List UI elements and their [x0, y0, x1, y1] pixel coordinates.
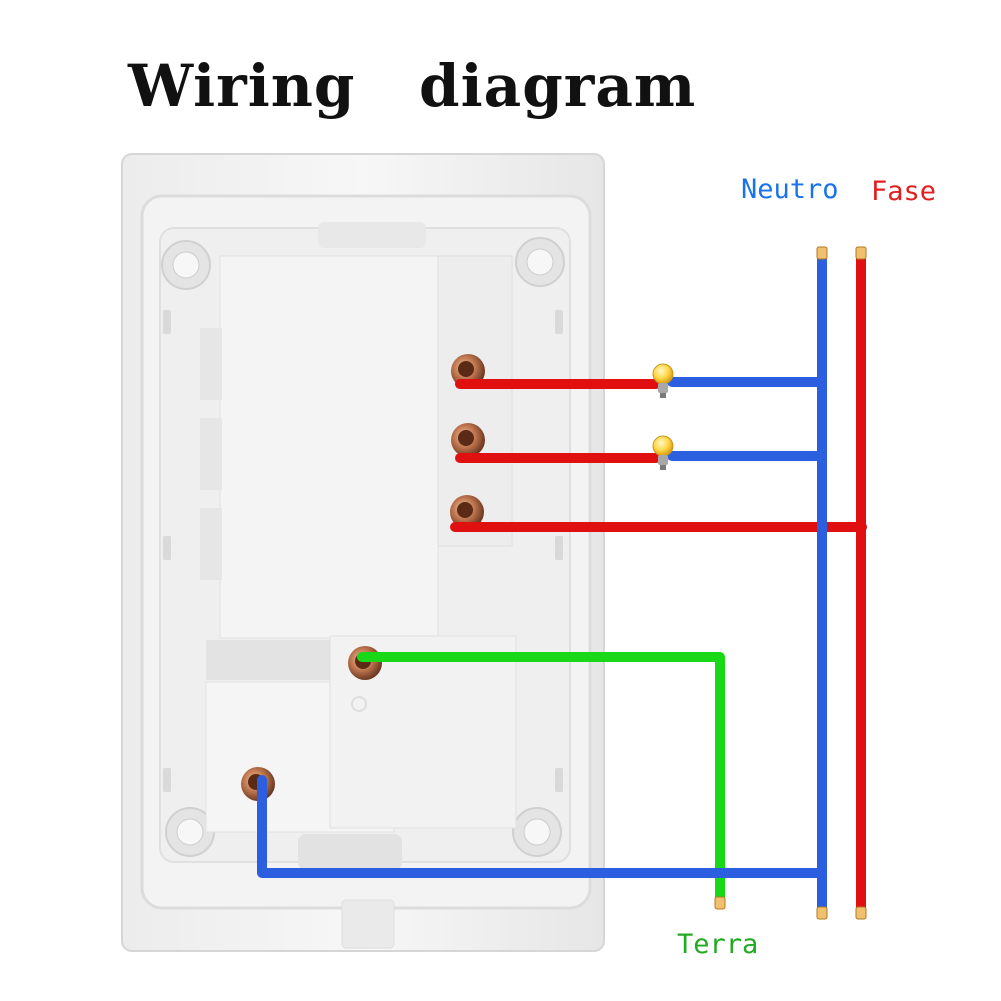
diagram-title: Wiring diagram	[128, 52, 697, 120]
screw-hole	[161, 240, 211, 290]
terminal-com	[450, 495, 484, 529]
earth-wire-end	[714, 896, 726, 910]
screw-hole	[515, 237, 565, 287]
phase-label: Fase	[871, 176, 937, 207]
neutral-label: Neutro	[741, 174, 839, 205]
neutral-socket-wire	[257, 775, 825, 878]
phase-wire-end-top	[855, 246, 867, 260]
earth-label: Terra	[677, 929, 759, 960]
bulb-icon	[652, 363, 674, 398]
terminal-l2	[451, 423, 485, 457]
phase-wire-end-bottom	[855, 906, 867, 920]
earth-wire	[357, 652, 725, 903]
screw-hole	[512, 807, 562, 857]
bulb-icon	[652, 435, 674, 470]
switch-plate	[121, 153, 605, 952]
neutral-wire-end-top	[816, 246, 828, 260]
screw-hole	[165, 807, 215, 857]
neutral-wire-end-bottom	[816, 906, 828, 920]
terminal-earth	[348, 646, 382, 680]
